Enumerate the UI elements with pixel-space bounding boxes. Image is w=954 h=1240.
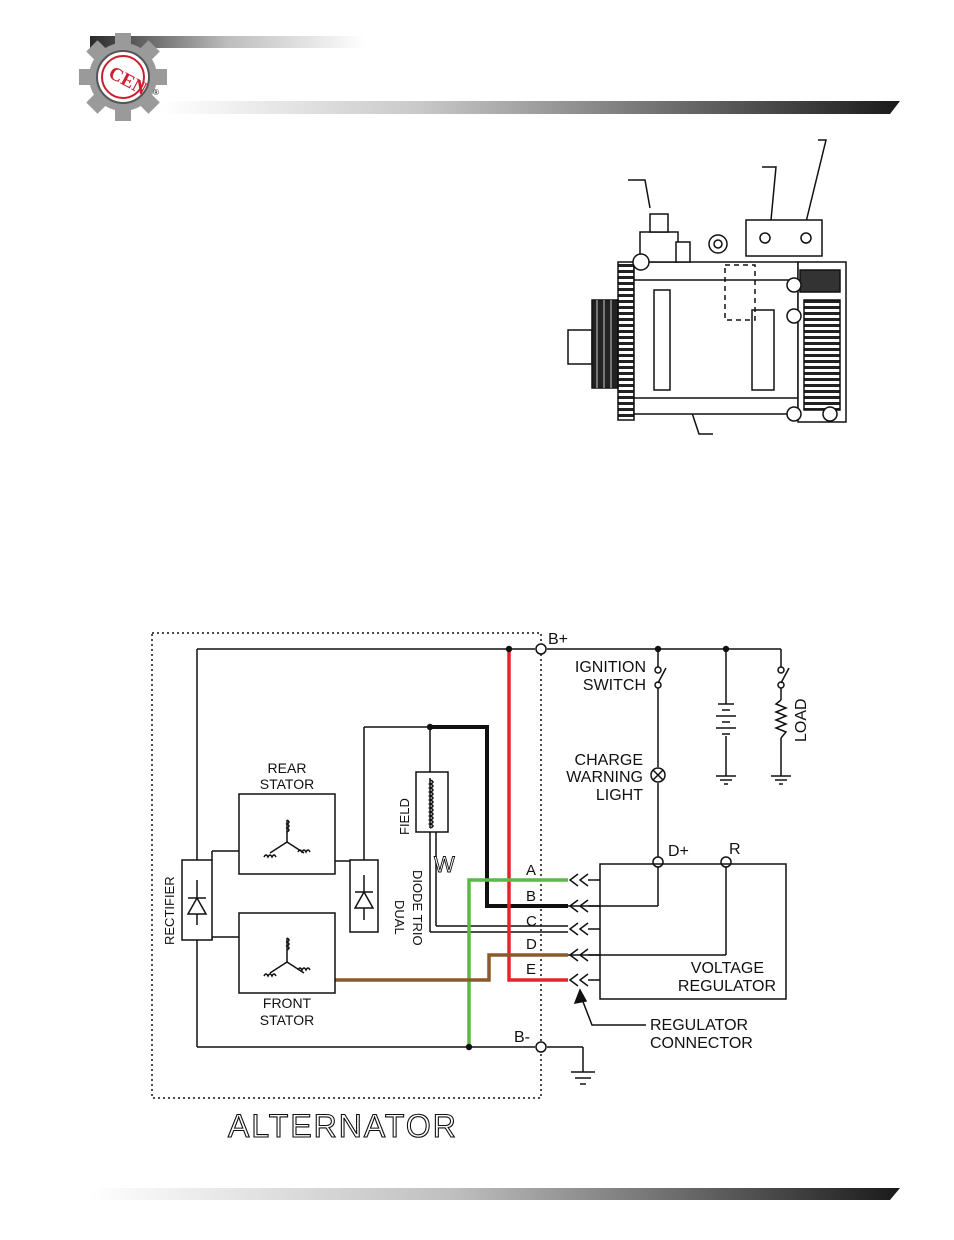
charge-warning-label-1: CHARGE bbox=[575, 752, 643, 769]
pin-e-label: E bbox=[526, 961, 536, 978]
field-coil bbox=[416, 772, 448, 832]
b-plus-terminal bbox=[536, 644, 546, 654]
b-minus-terminal bbox=[536, 1042, 546, 1052]
leader-line-2 bbox=[762, 167, 776, 220]
cen-logo: CEN ® bbox=[79, 33, 167, 121]
rear-stator-label-1: REAR bbox=[268, 760, 307, 776]
rectifier-label: RECTIFIER bbox=[162, 876, 177, 945]
front-stator-label-2: STATOR bbox=[260, 1012, 314, 1028]
pin-d-label: D bbox=[526, 936, 537, 953]
rear-stator bbox=[239, 794, 335, 874]
b-minus-label: B- bbox=[514, 1029, 530, 1046]
leader-line-1 bbox=[628, 180, 650, 208]
pin-c-label: C bbox=[526, 913, 537, 930]
footer-band bbox=[88, 1188, 900, 1200]
logo-registered-mark: ® bbox=[153, 88, 159, 97]
r-label: R bbox=[729, 841, 741, 858]
voltage-regulator-label-1: VOLTAGE bbox=[691, 960, 764, 977]
regulator-connector bbox=[570, 874, 646, 1025]
regulator-connector-label-1: REGULATOR bbox=[650, 1017, 748, 1034]
rectifier-block bbox=[182, 860, 212, 940]
d-plus-label: D+ bbox=[668, 843, 689, 860]
charge-warning-lamp bbox=[651, 768, 665, 782]
ignition-switch-label-1: IGNITION bbox=[575, 659, 646, 676]
voltage-regulator-label-2: REGULATOR bbox=[678, 978, 776, 995]
field-label: FIELD bbox=[397, 798, 412, 835]
charge-warning-label-3: LIGHT bbox=[596, 787, 643, 804]
front-stator bbox=[239, 913, 335, 993]
pin-b-label: B bbox=[526, 888, 536, 905]
regulator-connector-label-2: CONNECTOR bbox=[650, 1035, 753, 1052]
alternator-illustration bbox=[568, 140, 846, 434]
rear-stator-label-2: STATOR bbox=[260, 776, 314, 792]
pin-a-label: A bbox=[526, 862, 536, 879]
dual-label: DUAL bbox=[392, 900, 407, 935]
d-plus-terminal bbox=[653, 857, 663, 867]
wiring-diagram: B+ B- IGNITION SWITCH CHARGE WARNING LIG… bbox=[152, 631, 810, 1144]
header-band bbox=[90, 36, 900, 114]
b-plus-label: B+ bbox=[548, 631, 568, 648]
charge-warning-label-2: WARNING bbox=[566, 769, 643, 786]
dual-diode-trio bbox=[350, 860, 378, 932]
w-label: W bbox=[434, 852, 455, 877]
alternator-label: ALTERNATOR bbox=[228, 1108, 458, 1144]
diode-trio-label: DIODE TRIO bbox=[410, 870, 425, 946]
load-label: LOAD bbox=[793, 698, 810, 742]
red-b-plus-wire bbox=[509, 649, 568, 980]
leader-line-3 bbox=[806, 140, 826, 222]
ignition-switch-label-2: SWITCH bbox=[583, 677, 646, 694]
load-resistor bbox=[776, 700, 786, 738]
battery-symbol bbox=[716, 704, 736, 734]
r-terminal bbox=[721, 857, 731, 867]
front-stator-label-1: FRONT bbox=[263, 995, 312, 1011]
